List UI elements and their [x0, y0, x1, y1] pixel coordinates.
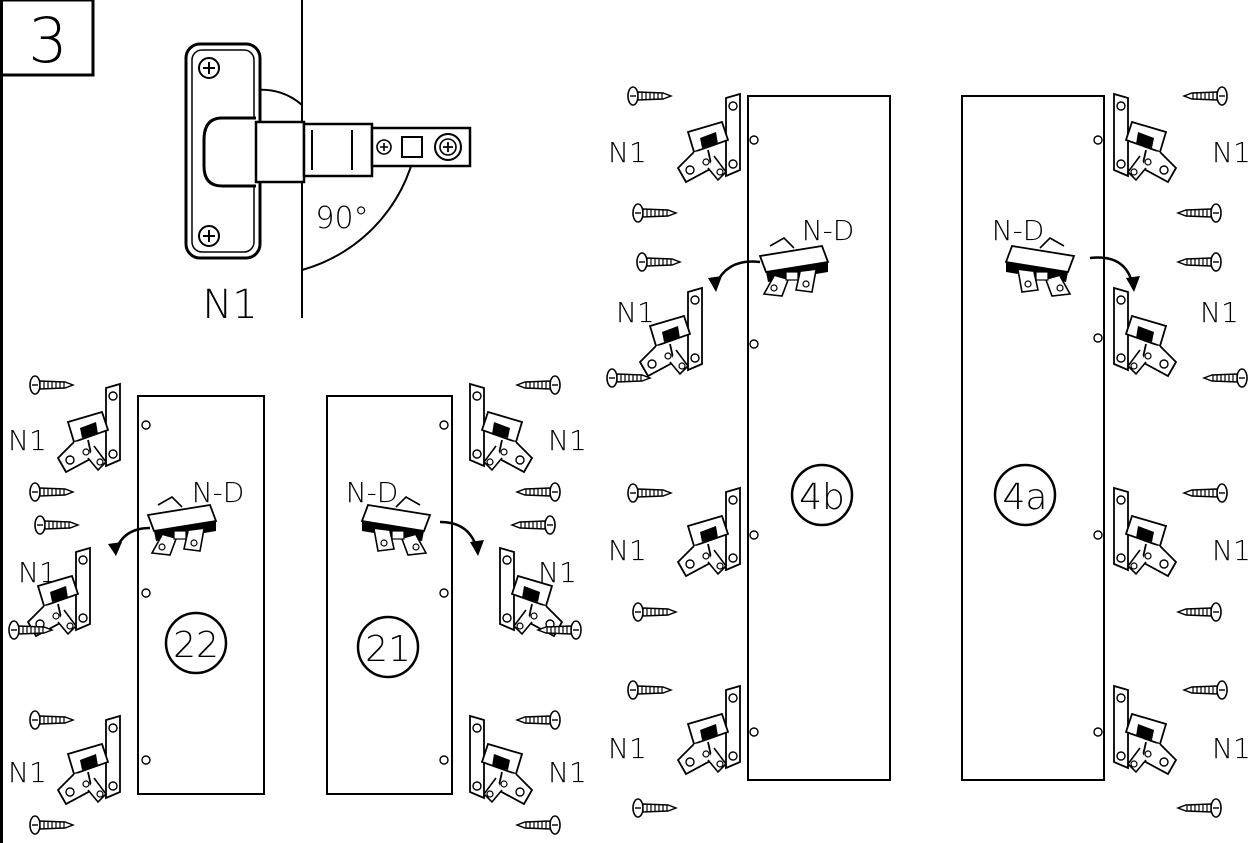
hinge-label-3: N1: [548, 756, 587, 789]
hinge-label-3: N1: [8, 756, 47, 789]
screw-icon: [627, 86, 672, 106]
screw-icon: [627, 483, 672, 503]
hinge-label-1: N1: [608, 136, 647, 169]
hinge-label-2: N1: [1200, 296, 1239, 329]
screw-icon: [632, 798, 677, 818]
angle-label: 90°: [315, 201, 368, 236]
panel-22-number: 22: [173, 625, 219, 666]
screw-icon: [29, 375, 74, 395]
hinge-label-2: N1: [616, 296, 655, 329]
screw-icon: [516, 815, 561, 835]
panel-21-nd-label: N-D: [346, 476, 399, 509]
screw-icon: [511, 515, 556, 535]
screw-icon: [29, 710, 74, 730]
screw-icon: [516, 375, 561, 395]
screw-icon: [606, 368, 651, 388]
panel-4b-number: 4b: [799, 477, 845, 518]
hinge-label-1: N1: [548, 424, 587, 457]
screw-icon: [1203, 368, 1248, 388]
panel-22-nd-label: N-D: [192, 476, 245, 509]
hinge-label-3: N1: [1212, 534, 1251, 567]
panel-4b-nd-label: N-D: [802, 214, 855, 247]
hinge-icon: [1113, 93, 1177, 183]
screw-icon: [1183, 86, 1228, 106]
hinge-label: N1: [202, 282, 257, 328]
screw-icon: [632, 602, 677, 622]
screw-icon: [1183, 483, 1228, 503]
screw-icon: [1177, 252, 1222, 272]
hinge-label-2: N1: [538, 556, 577, 589]
panel-4a: 4a N-D N1 N1 N1 N1: [961, 86, 1251, 818]
hinge-icon: [1113, 487, 1177, 577]
screw-icon: [1177, 203, 1222, 223]
step-number: 3: [28, 4, 67, 77]
hinge-detail: 90° N1: [184, 0, 472, 328]
panel-22: 22 N-D N1 N1 N1: [8, 375, 265, 835]
panel-4a-number: 4a: [1003, 477, 1048, 518]
hinge-icon: [677, 685, 741, 775]
hinge-label-1: N1: [8, 424, 47, 457]
hinge-icon: [677, 93, 741, 183]
hinge-icon: [469, 383, 533, 473]
hinge-icon: [57, 383, 121, 473]
screw-icon: [1183, 680, 1228, 700]
hinge-icon: [469, 715, 533, 805]
hinge-icon: [57, 715, 121, 805]
screw-icon: [1177, 798, 1222, 818]
screw-icon: [29, 815, 74, 835]
hinge-label-2: N1: [18, 556, 57, 589]
hinge-label-3: N1: [608, 534, 647, 567]
hinge-label-4: N1: [608, 732, 647, 765]
screw-icon: [516, 710, 561, 730]
panel-21: 21 N-D N1 N1 N1: [326, 375, 587, 835]
hinge-icon: [677, 487, 741, 577]
hinge-label-1: N1: [1212, 136, 1251, 169]
screw-icon: [636, 252, 681, 272]
screw-icon: [632, 203, 677, 223]
hinge-icon: [1113, 287, 1177, 377]
panel-21-number: 21: [365, 629, 411, 670]
screw-icon: [29, 482, 74, 502]
screw-icon: [34, 515, 79, 535]
panel-4a-nd-label: N-D: [992, 214, 1045, 247]
panel-4b: 4b N-D N1 N1 N1 N1: [606, 86, 891, 818]
hinge-label-4: N1: [1212, 732, 1251, 765]
screw-icon: [516, 482, 561, 502]
hinge-icon: [1113, 685, 1177, 775]
step-box: 3: [0, 0, 95, 843]
screw-icon: [627, 680, 672, 700]
screw-icon: [1177, 602, 1222, 622]
